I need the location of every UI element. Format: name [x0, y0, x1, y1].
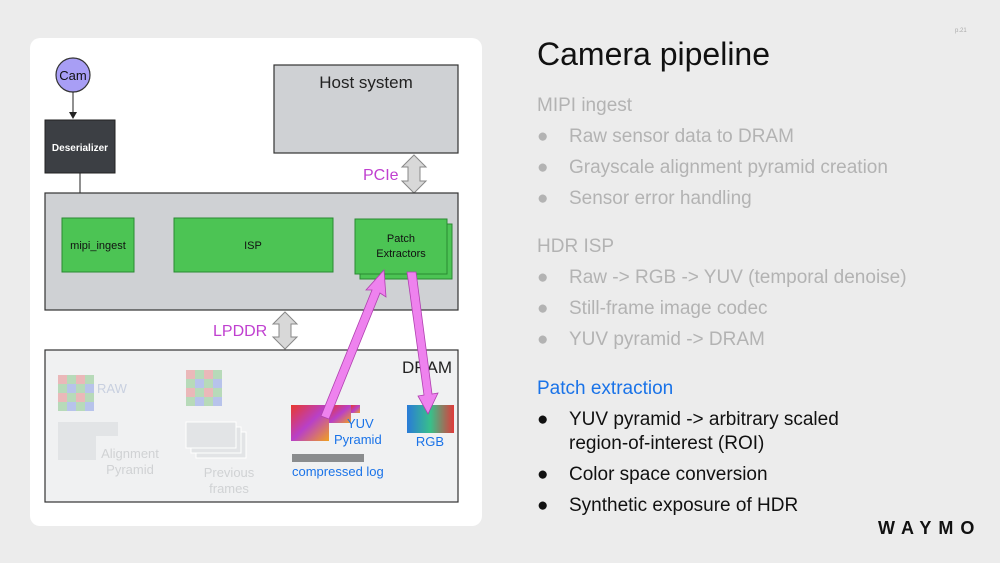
patch-extractors-block: [354, 218, 448, 275]
cam-label: Cam: [59, 68, 86, 83]
previous-label-2: frames: [209, 481, 249, 496]
bullet-dot-icon: ●: [537, 329, 549, 350]
page-number: p.21: [955, 28, 967, 34]
bullet-dot-icon: ●: [537, 298, 549, 319]
raw-mosaic-icon: [58, 375, 94, 411]
waymo-logo: WAYMO: [878, 518, 982, 538]
previous-mosaic-icon: [186, 370, 222, 406]
mipi-ingest-label: mipi_ingest: [70, 240, 126, 252]
pcie-double-arrow: [400, 154, 428, 194]
yuv-to-patch-arrow: [320, 269, 387, 420]
previous-label-1: Previous: [204, 465, 255, 480]
compressed-log-bar: [292, 454, 364, 462]
patch-to-rgb-arrow: [406, 271, 439, 415]
bullet-dot-icon: ●: [537, 188, 549, 209]
bullet-dot-icon: ●: [537, 409, 549, 430]
isp-block: [173, 217, 334, 273]
raw-label: RAW: [97, 381, 128, 396]
deserializer-label: Deserializer: [52, 143, 108, 154]
bullet-dot-icon: ●: [537, 464, 549, 485]
host-system-label: Host system: [319, 73, 413, 92]
bullet-dot-icon: ●: [537, 126, 549, 147]
bullet-dot-icon: ●: [537, 495, 549, 516]
yuv-label-1: YUV: [347, 416, 374, 431]
patch-extractors-label-2: Extractors: [376, 248, 426, 260]
yuv-label-2: Pyramid: [334, 432, 382, 447]
bullet-dot-icon: ●: [537, 157, 549, 178]
rgb-label: RGB: [416, 434, 444, 449]
section-heading-patch-extraction: Patch extraction: [537, 378, 674, 399]
section-heading-mipi: MIPI ingest: [537, 95, 633, 116]
alignment-label-1: Alignment: [101, 446, 159, 461]
previous-frames-icon: [185, 421, 247, 459]
alignment-pyramid-icon: [58, 422, 118, 460]
slide-title: Camera pipeline: [537, 36, 771, 72]
mipi-ingest-block: [61, 217, 135, 273]
host-system-box: [273, 64, 459, 154]
lpddr-label: LPDDR: [213, 323, 267, 340]
compressed-log-label: compressed log: [292, 464, 384, 479]
section-heading-hdr-isp: HDR ISP: [537, 236, 615, 257]
isp-label: ISP: [244, 240, 262, 252]
alignment-label-2: Pyramid: [106, 462, 154, 477]
patch-extractors-label-1: Patch: [387, 233, 415, 245]
pcie-label: PCIe: [363, 167, 399, 184]
lpddr-double-arrow: [271, 311, 299, 350]
bullet-dot-icon: ●: [537, 267, 549, 288]
